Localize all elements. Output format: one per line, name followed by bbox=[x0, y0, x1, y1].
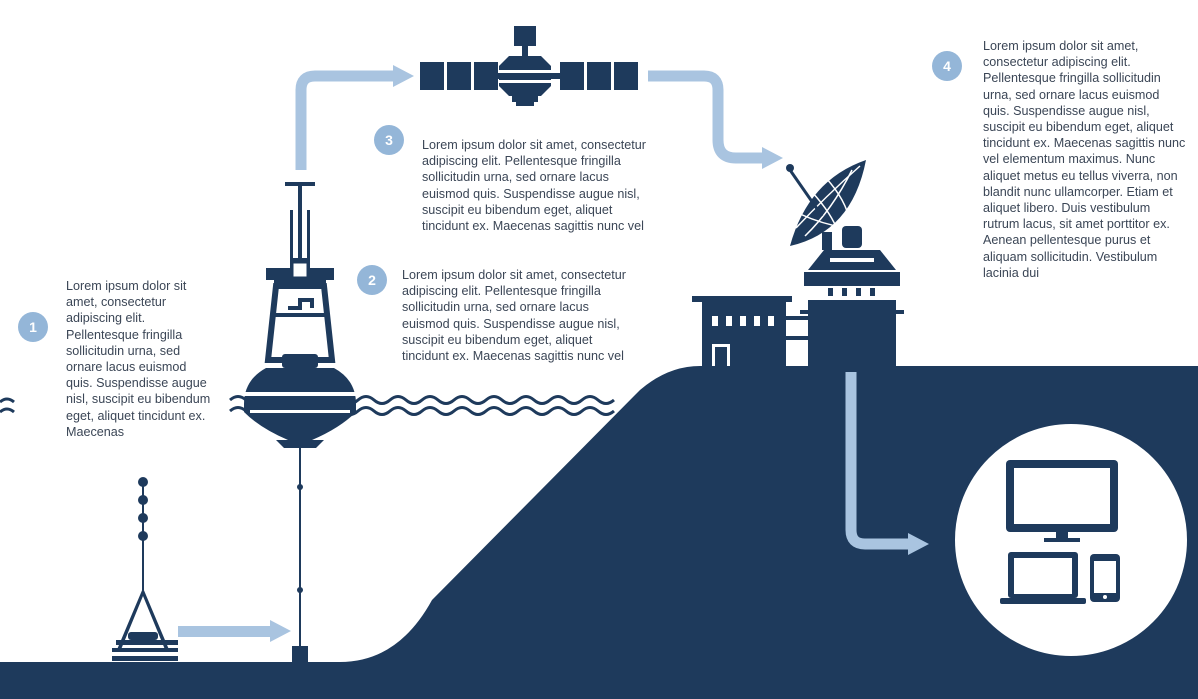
step-badge-2: 2 bbox=[357, 265, 387, 295]
monitor-icon bbox=[1006, 460, 1118, 542]
step-4-text: Lorem ipsum dolor sit amet, consectetur … bbox=[983, 39, 1186, 280]
step-number-3: 3 bbox=[385, 132, 393, 148]
buoy-icon bbox=[244, 182, 356, 662]
arrow-sensor-to-buoy bbox=[178, 626, 272, 637]
step-number-1: 1 bbox=[29, 319, 37, 335]
step-number-2: 2 bbox=[368, 272, 376, 288]
ground-station-icon bbox=[692, 226, 904, 366]
step-badge-1: 1 bbox=[18, 312, 48, 342]
arrow-satellite-to-dish bbox=[648, 70, 764, 164]
arrow-head bbox=[270, 620, 291, 642]
devices-circle bbox=[951, 420, 1191, 660]
step-badge-3: 3 bbox=[374, 125, 404, 155]
arrow-buoy-to-satellite bbox=[295, 70, 395, 170]
satellite-icon bbox=[420, 26, 638, 106]
arrow-head bbox=[908, 533, 929, 555]
step-3-text: Lorem ipsum dolor sit amet, consectetur … bbox=[422, 138, 646, 234]
arrow-station-to-devices bbox=[845, 372, 910, 550]
phone-icon bbox=[1090, 554, 1120, 602]
step-number-4: 4 bbox=[943, 58, 951, 74]
arrow-head bbox=[762, 147, 783, 169]
flow-arrows bbox=[178, 65, 929, 642]
seafloor-sensor-icon bbox=[112, 477, 178, 661]
step-1-text: Lorem ipsum dolor sit amet, consectetur … bbox=[66, 279, 211, 439]
arrow-head bbox=[393, 65, 414, 87]
step-badge-4: 4 bbox=[932, 51, 962, 81]
dish-antenna-icon bbox=[786, 160, 866, 250]
seabed-land bbox=[0, 366, 1198, 699]
laptop-icon bbox=[1000, 552, 1086, 604]
step-2-text: Lorem ipsum dolor sit amet, consectetur … bbox=[402, 268, 626, 364]
